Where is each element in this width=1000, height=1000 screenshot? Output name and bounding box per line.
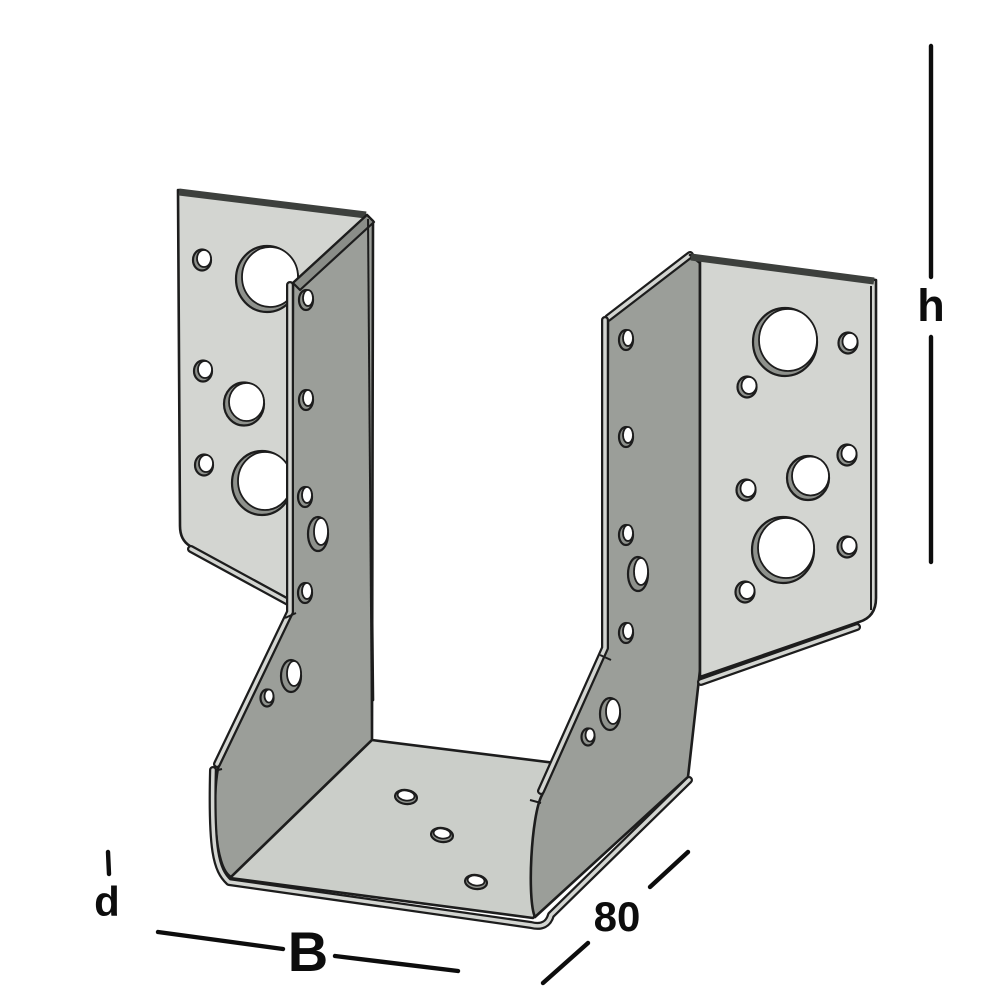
right-flange-bottom-edge-face [699, 625, 859, 684]
right-wall-top-edge-face [606, 253, 692, 320]
bolt-hole [626, 555, 650, 593]
hole-bore [622, 426, 634, 444]
hole-bore [301, 486, 313, 504]
bolt-hole [234, 244, 300, 314]
width-dimension-line-right [332, 953, 461, 974]
right-flange-top-edge [690, 253, 875, 285]
hole-bore [739, 479, 757, 498]
bolt-hole [837, 331, 859, 355]
right-wall-front-edge-face [539, 318, 607, 793]
base-front-edge-face [210, 768, 691, 928]
bolt-hole [230, 449, 294, 517]
right-flange-plate [688, 253, 878, 686]
bolt-hole [296, 581, 314, 605]
bolt-hole [463, 873, 489, 891]
left-wall-front-edge-face [215, 283, 292, 766]
bolt-hole [617, 621, 635, 645]
bend-tick [529, 799, 542, 804]
hole-bore [605, 698, 621, 725]
bolt-hole [734, 580, 756, 604]
left-flange-top-edge [178, 188, 367, 219]
bolt-hole [735, 478, 757, 502]
base-front-edge [208, 766, 693, 930]
hole-bore [198, 454, 214, 473]
hole-bore [302, 289, 314, 307]
bolt-hole [598, 696, 622, 732]
width-dimension-label: B [288, 920, 328, 983]
hole-bore [633, 557, 649, 586]
bend-tick [284, 612, 297, 619]
bolt-hole [222, 381, 266, 427]
hole-bore [791, 455, 830, 497]
dimension-height: h [917, 43, 945, 565]
left-wall-back-edge [367, 218, 373, 739]
bolt-hole [617, 425, 635, 449]
hole-bore [301, 582, 313, 600]
depth-dimension-label: 80 [594, 893, 641, 940]
hole-bore [228, 382, 265, 422]
bolt-hole [429, 826, 455, 844]
hole-bore [286, 660, 302, 687]
bolt-hole [836, 535, 858, 559]
bolt-hole [296, 485, 314, 509]
right-channel-wall [529, 251, 702, 919]
hole-bore [432, 827, 452, 840]
right-wall-face [529, 253, 702, 919]
bolt-hole [751, 306, 819, 378]
bolt-hole [785, 454, 831, 502]
dimension-width: B [155, 920, 461, 983]
bolt-hole [580, 727, 596, 747]
hole-bore [841, 332, 859, 351]
bolt-hole [306, 515, 330, 553]
hole-bore [758, 308, 818, 372]
width-dimension-line-left [155, 929, 286, 952]
bolt-hole [617, 523, 635, 547]
left-channel-wall [209, 213, 376, 879]
hole-bore [302, 389, 314, 407]
left-wall-top-edge [291, 213, 376, 292]
hole-bore [263, 688, 275, 704]
bolt-hole [297, 388, 315, 412]
hole-bore [622, 524, 634, 542]
bolt-hole [836, 443, 858, 467]
dimension-depth: 80 [540, 849, 691, 986]
bolt-hole [750, 515, 816, 585]
bolt-hole [259, 688, 275, 708]
hole-bore [738, 581, 756, 600]
hole-bore [466, 874, 486, 887]
bolt-hole [736, 375, 758, 399]
bolt-hole [192, 359, 214, 383]
thickness-dimension-tick [105, 849, 112, 877]
hole-bore [396, 789, 416, 802]
bolt-hole [279, 658, 303, 694]
bolt-hole [393, 788, 419, 806]
hole-bore [840, 536, 858, 555]
dimension-thickness: d [94, 849, 120, 925]
right-flange-face [688, 253, 878, 679]
bolt-hole [297, 288, 315, 312]
left-flange-bottom-edge-face [189, 547, 292, 605]
hole-bore [197, 360, 213, 379]
bolt-hole [617, 328, 635, 352]
hole-bore [740, 376, 758, 395]
hole-bore [840, 444, 858, 463]
depth-dimension-line-lower [540, 940, 591, 986]
hole-bore [237, 451, 293, 511]
hole-bore [196, 249, 212, 268]
bolt-hole [193, 453, 215, 477]
hole-bore [584, 727, 596, 743]
hole-bore [622, 329, 634, 347]
depth-dimension-line-upper [647, 849, 691, 890]
hole-bore [313, 517, 329, 546]
bolt-hole [191, 248, 213, 272]
height-dimension-label: h [917, 280, 945, 331]
hole-bore [757, 517, 815, 579]
hole-bore [622, 622, 634, 640]
thickness-dimension-label: d [94, 878, 120, 925]
bend-tick [599, 654, 612, 661]
